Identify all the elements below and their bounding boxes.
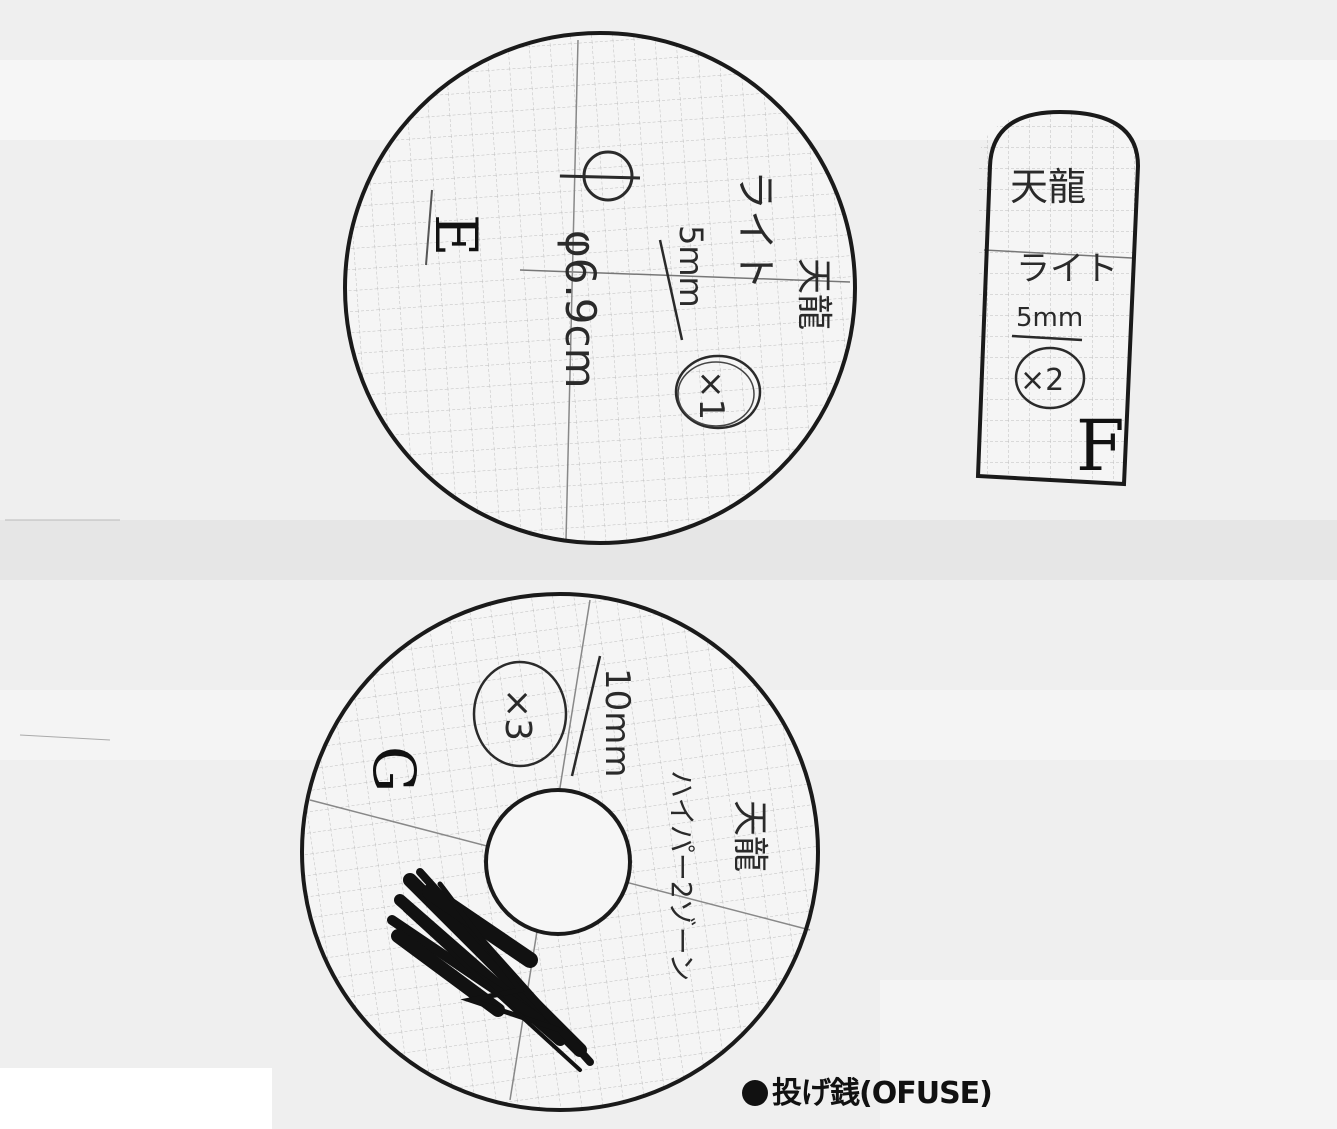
piece-f-marker-line — [983, 249, 1133, 259]
piece-e-marker-line — [425, 189, 433, 266]
thickness-rule — [658, 239, 684, 341]
piece-f-maker: 天龍 — [1010, 165, 1086, 209]
piece-f-quantity-circle — [1014, 346, 1086, 410]
piece-g-thickness: 10mm — [597, 668, 637, 778]
bullet-icon — [742, 1080, 768, 1106]
piece-f-thickness: 5mm — [1016, 303, 1083, 333]
piece-e-thickness: 5mm — [672, 225, 710, 308]
diameter-symbol-icon — [559, 174, 641, 180]
piece-e-quantity-circle — [674, 354, 762, 430]
piece-g-name: ハイパー2ゾーン — [665, 770, 698, 981]
piece-g-outline — [300, 592, 820, 1112]
blank-area — [0, 1068, 272, 1129]
piece-e-center-line — [565, 39, 579, 541]
piece-e-letter: E — [422, 214, 490, 256]
piece-f-name: ライト — [1016, 249, 1118, 289]
template-piece-g: G ×3 10mm ハイパー2ゾーン 天龍 — [268, 560, 852, 1129]
ofuse-tip-link[interactable]: 投げ銭(OFUSE) — [742, 1068, 993, 1112]
piece-e-outline — [343, 31, 857, 545]
piece-e-quantity-circle — [677, 361, 755, 427]
piece-e-name: ライト — [732, 170, 778, 290]
thickness-rule — [570, 655, 602, 777]
scan-band — [880, 980, 1337, 1129]
piece-g-quantity: ×3 — [497, 688, 538, 741]
scribble-out-mark — [387, 868, 594, 1072]
piece-e-maker: 天龍 — [793, 258, 834, 330]
piece-f-outline — [975, 109, 1141, 487]
piece-g-quantity-circle — [472, 660, 568, 768]
piece-g-hole — [484, 788, 632, 936]
piece-f-grid — [978, 112, 1138, 484]
ofuse-label: 投げ銭(OFUSE) — [772, 1076, 993, 1111]
template-piece-f: 天龍 ライト 5mm ×2 F — [975, 109, 1141, 487]
piece-e-diameter: φ6.9cm — [556, 230, 605, 389]
piece-g-letter: G — [360, 746, 428, 792]
piece-f-letter: F — [1076, 405, 1125, 487]
piece-e-center-line — [519, 269, 851, 283]
scan-artifact — [19, 734, 111, 741]
piece-g-maker: 天龍 — [729, 800, 770, 872]
thickness-rule — [1011, 334, 1083, 342]
piece-e-grid — [327, 15, 873, 561]
template-piece-e: E φ6.9cm ライト 5mm 天龍 ×1 — [327, 15, 873, 561]
piece-f-quantity: ×2 — [1020, 363, 1064, 398]
piece-e-quantity: ×1 — [691, 370, 731, 420]
